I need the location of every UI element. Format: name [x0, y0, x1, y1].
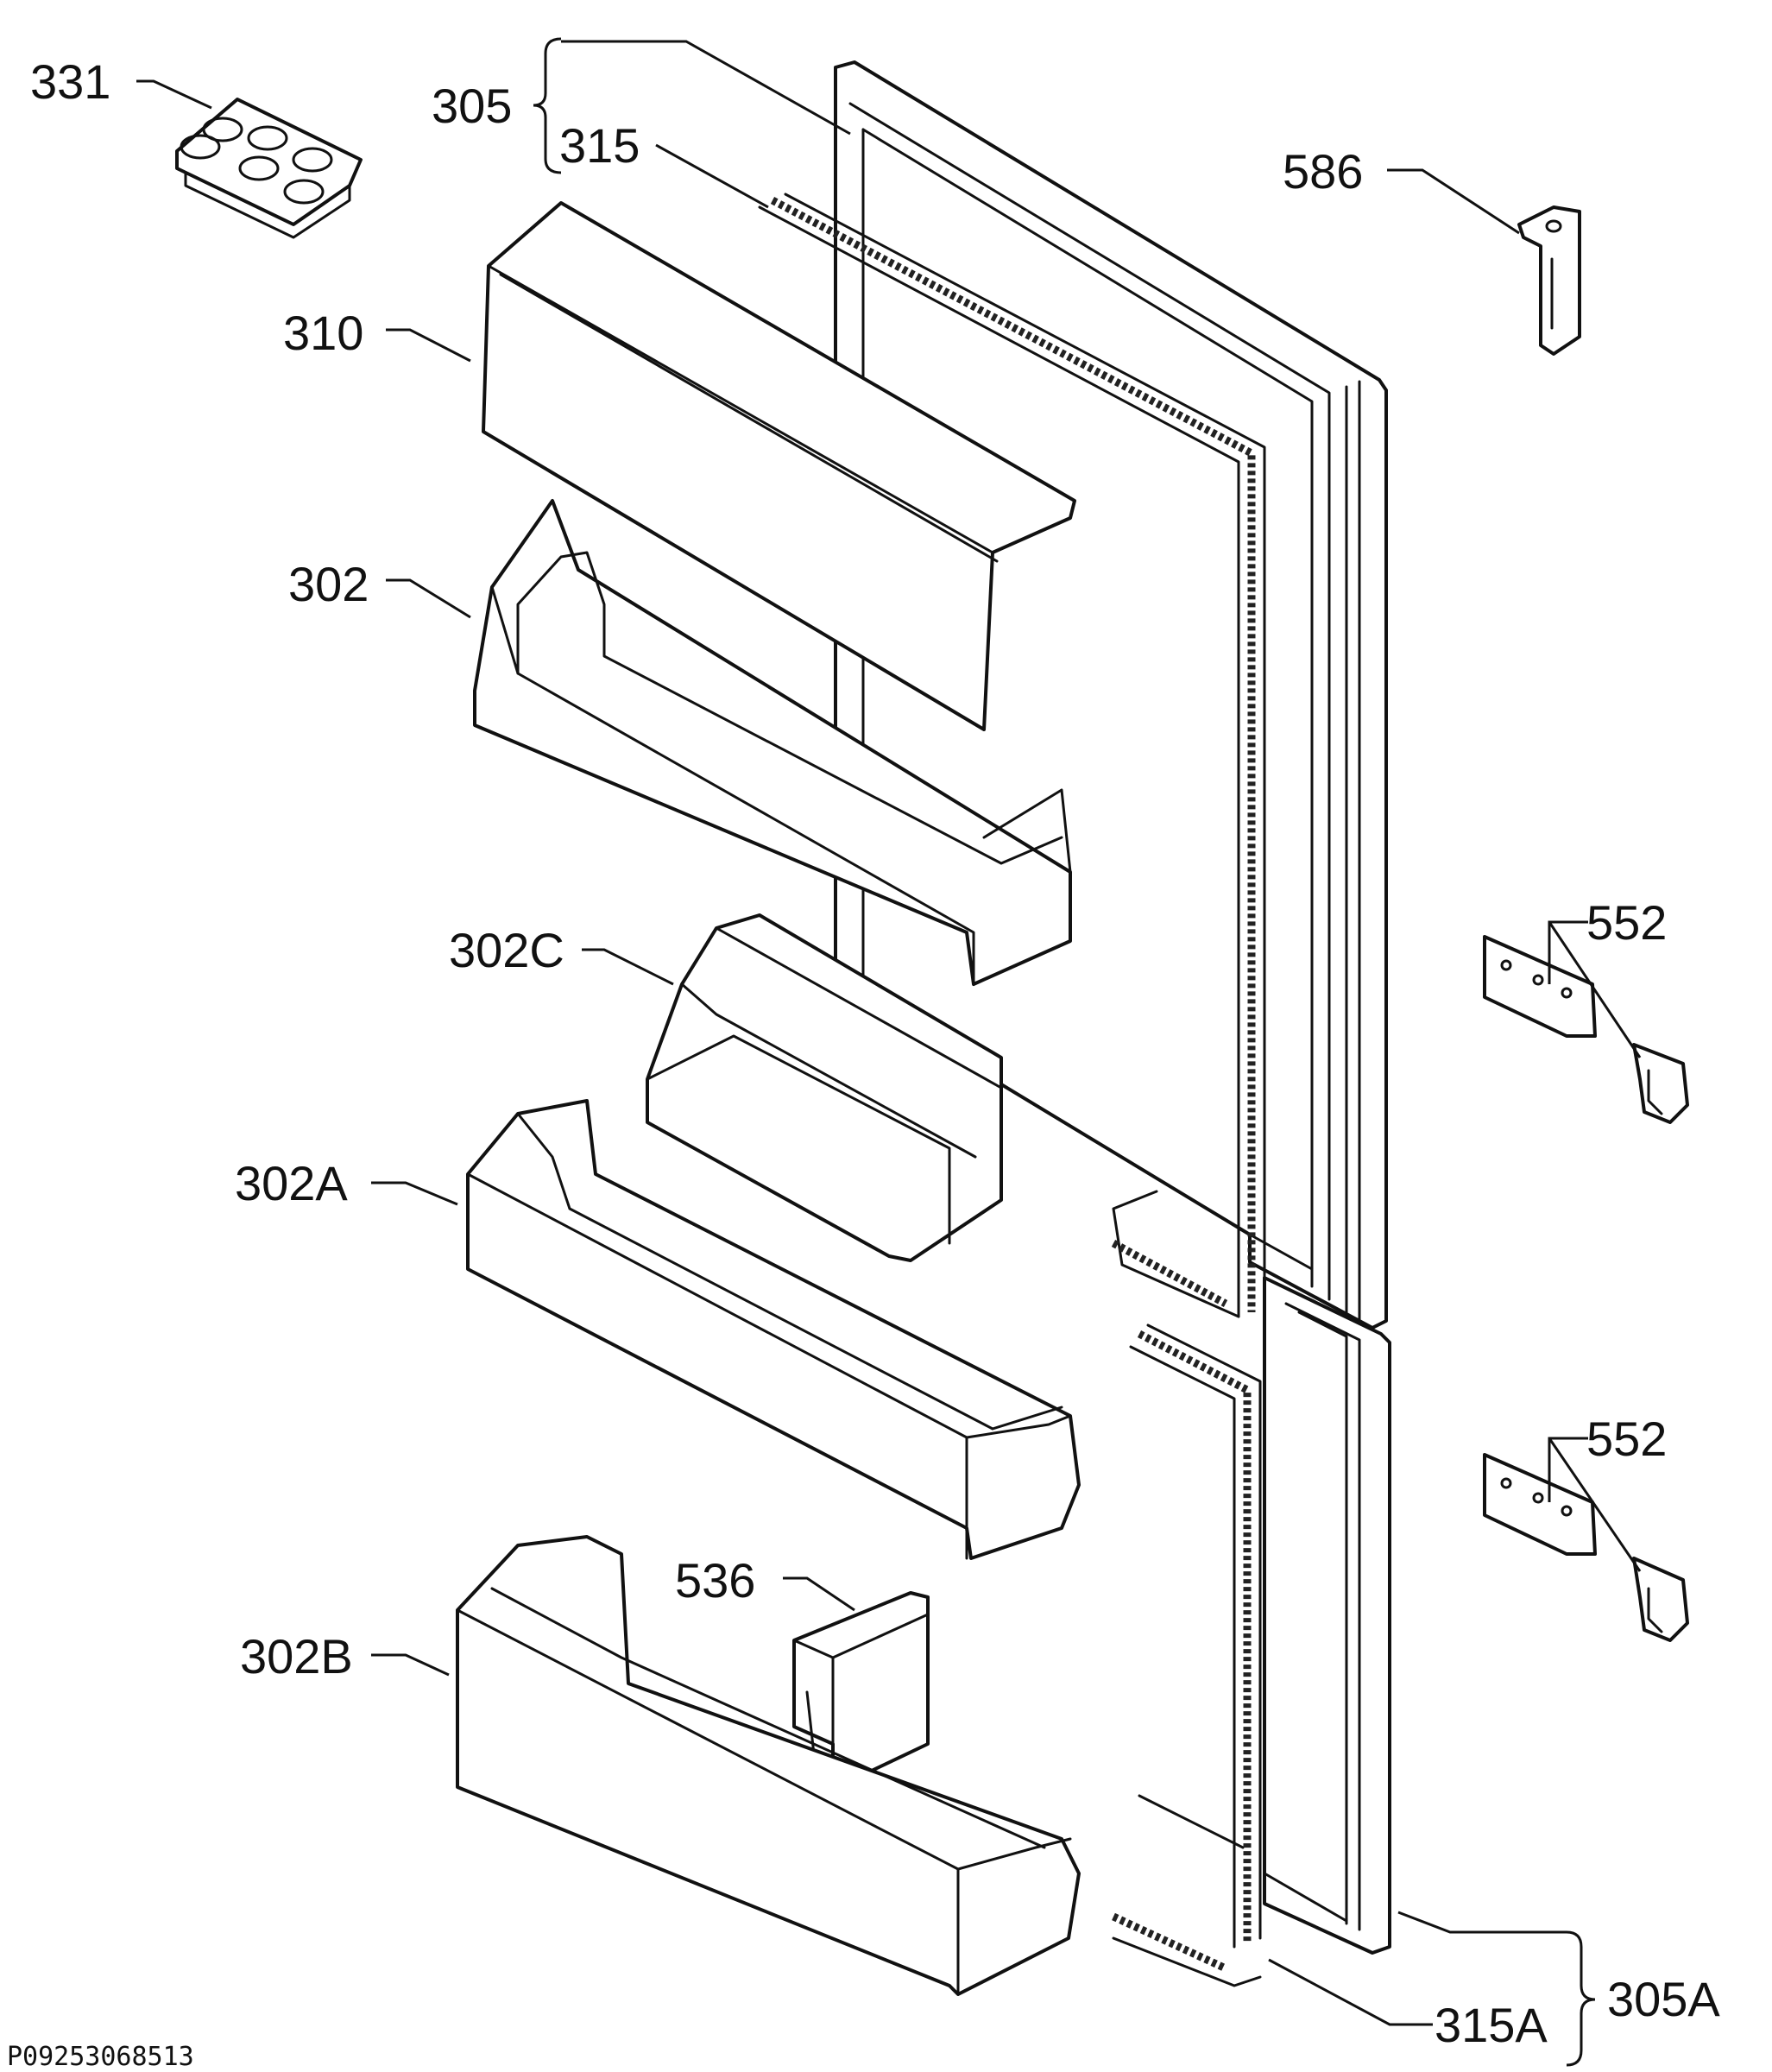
dairy-cover-310 [482, 201, 1076, 731]
label-302B: 302B [240, 1629, 353, 1684]
upper-gasket-315 [758, 193, 1266, 1318]
label-552-upper: 552 [1586, 895, 1667, 950]
egg-tray-331 [175, 98, 363, 239]
lower-door-305A [1263, 1276, 1391, 1955]
label-302A: 302A [235, 1156, 348, 1210]
drawing-code: P09253068513 [7, 2042, 194, 2072]
label-302: 302 [288, 557, 369, 611]
butter-tray-302C [646, 913, 1003, 1262]
label-305: 305 [432, 79, 512, 133]
part-labels: 331 305 315 586 310 302 302C 552 302A 55… [30, 54, 1720, 2052]
hinge-bracket-586 [1517, 205, 1581, 356]
door-shelf-302 [473, 499, 1072, 986]
hinge-plate-552-lower [1483, 1453, 1689, 1642]
label-536: 536 [675, 1553, 755, 1608]
label-331: 331 [30, 54, 110, 109]
bottle-shelf-302B [456, 1535, 1081, 1996]
hinge-plate-552-upper [1483, 935, 1689, 1124]
label-552-lower: 552 [1586, 1412, 1667, 1466]
label-302C: 302C [449, 923, 564, 977]
door-shelf-302A [466, 1099, 1081, 1560]
leader-lines [136, 37, 1642, 2067]
label-315: 315 [559, 118, 640, 173]
label-310: 310 [283, 306, 363, 360]
label-305A: 305A [1607, 1972, 1720, 2026]
label-315A: 315A [1435, 1998, 1548, 2052]
label-586: 586 [1283, 144, 1363, 199]
lower-gasket-315A [1112, 1323, 1262, 1987]
